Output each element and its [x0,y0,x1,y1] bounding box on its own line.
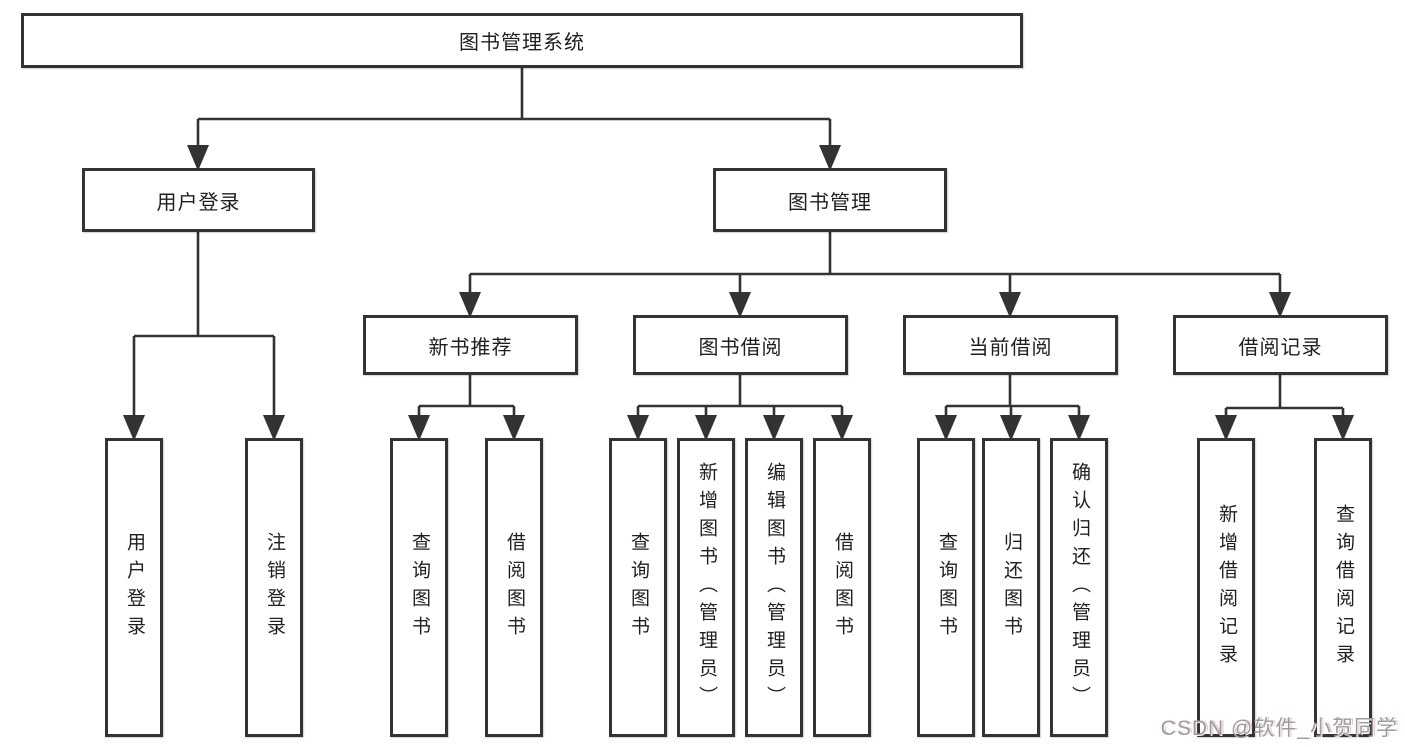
node-current-borrow: 当前借阅 [903,315,1118,375]
node-leaf-add-borrow-record: 新增借阅记录 [1197,438,1255,737]
node-leaf-add-borrow-record-label: 新增借阅记录 [1216,503,1237,672]
node-leaf-return-books-label: 归还图书 [1001,531,1022,644]
csdn-watermark: CSDN @软件_小贺同学 [1160,717,1398,740]
node-leaf-query-books-borrow: 查询图书 [609,438,667,737]
node-book-management: 图书管理 [713,168,947,232]
node-new-book-recommend: 新书推荐 [363,315,578,375]
node-leaf-logout: 注销登录 [245,438,303,737]
node-leaf-query-borrow-record-label: 查询借阅记录 [1333,503,1354,672]
node-leaf-add-book-admin-label: 新增图书（管理员） [696,461,717,714]
node-leaf-query-books-borrow-label: 查询图书 [628,531,649,644]
node-leaf-borrow-books: 借阅图书 [813,438,871,737]
connector-management-to-level3 [459,232,1291,318]
node-leaf-user-login: 用户登录 [105,438,163,737]
node-leaf-confirm-return-admin-label: 确认归还（管理员） [1069,461,1090,714]
connector-bookborrow-to-leaves [627,375,853,441]
connector-currentborrow-to-leaves [935,375,1090,441]
connector-borrowrecord-to-leaves [1215,375,1354,441]
node-leaf-borrow-books-recommend: 借阅图书 [485,438,543,737]
connector-root-to-level2 [187,68,841,171]
node-leaf-logout-label: 注销登录 [264,531,285,644]
node-root-library-system: 图书管理系统 [21,13,1023,68]
node-user-login: 用户登录 [82,168,315,232]
node-leaf-borrow-books-label: 借阅图书 [832,531,853,644]
node-leaf-query-books-current-label: 查询图书 [936,531,957,644]
node-leaf-query-books-recommend: 查询图书 [390,438,448,737]
node-borrow-records: 借阅记录 [1173,315,1388,375]
node-leaf-query-books-current: 查询图书 [917,438,975,737]
node-leaf-borrow-books-recommend-label: 借阅图书 [504,531,525,644]
connector-newbook-to-leaves [408,375,525,441]
connector-userlogin-to-leaves [123,232,285,441]
node-leaf-query-borrow-record: 查询借阅记录 [1314,438,1372,737]
node-leaf-query-books-recommend-label: 查询图书 [409,531,430,644]
node-leaf-edit-book-admin: 编辑图书（管理员） [745,438,803,737]
node-leaf-user-login-label: 用户登录 [124,531,145,644]
node-book-borrow: 图书借阅 [633,315,848,375]
node-leaf-add-book-admin: 新增图书（管理员） [677,438,735,737]
node-leaf-confirm-return-admin: 确认归还（管理员） [1050,438,1108,737]
node-leaf-edit-book-admin-label: 编辑图书（管理员） [764,461,785,714]
node-leaf-return-books: 归还图书 [982,438,1040,737]
